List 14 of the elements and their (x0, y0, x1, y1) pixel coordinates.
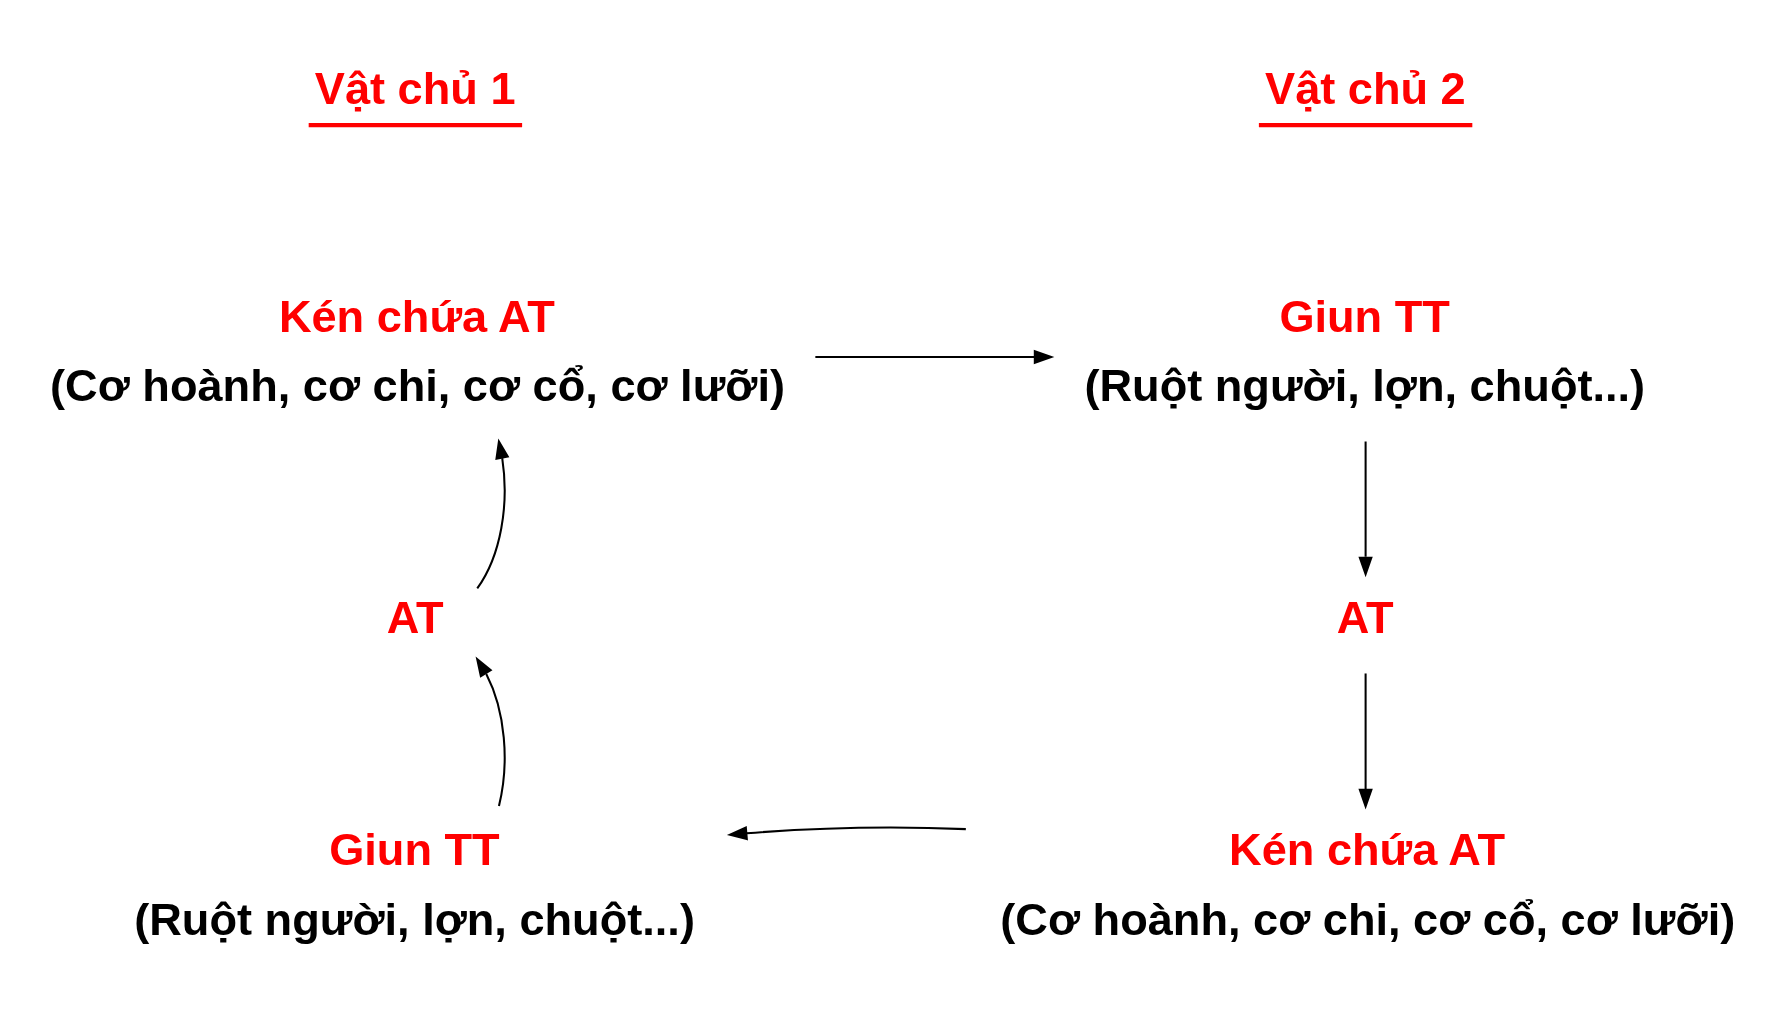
arrow (476, 437, 510, 589)
node-text: Giun TT (Ruột người, lợn, chuột...) (134, 823, 695, 945)
arrow (1358, 672, 1373, 809)
node-text: Kén chứa AT (Cơ hoành, cơ chi, cơ cổ, cơ lưỡi) (50, 290, 786, 411)
label: Vật chủ 2 (1265, 62, 1466, 114)
node-text: Kén chứa AT (Cơ hoành, cơ chi, cơ cổ, cơ lưỡi) (1000, 823, 1736, 945)
arrow (726, 825, 966, 840)
node-text: AT (386, 591, 444, 643)
arrow (1358, 441, 1373, 577)
label: Vật chủ 1 (314, 62, 516, 114)
arrow (815, 349, 1055, 364)
arrow (475, 656, 506, 806)
node-text: Giun TT (Ruột người, lợn, chuột...) (1084, 290, 1646, 411)
node-text: AT (1336, 591, 1394, 643)
